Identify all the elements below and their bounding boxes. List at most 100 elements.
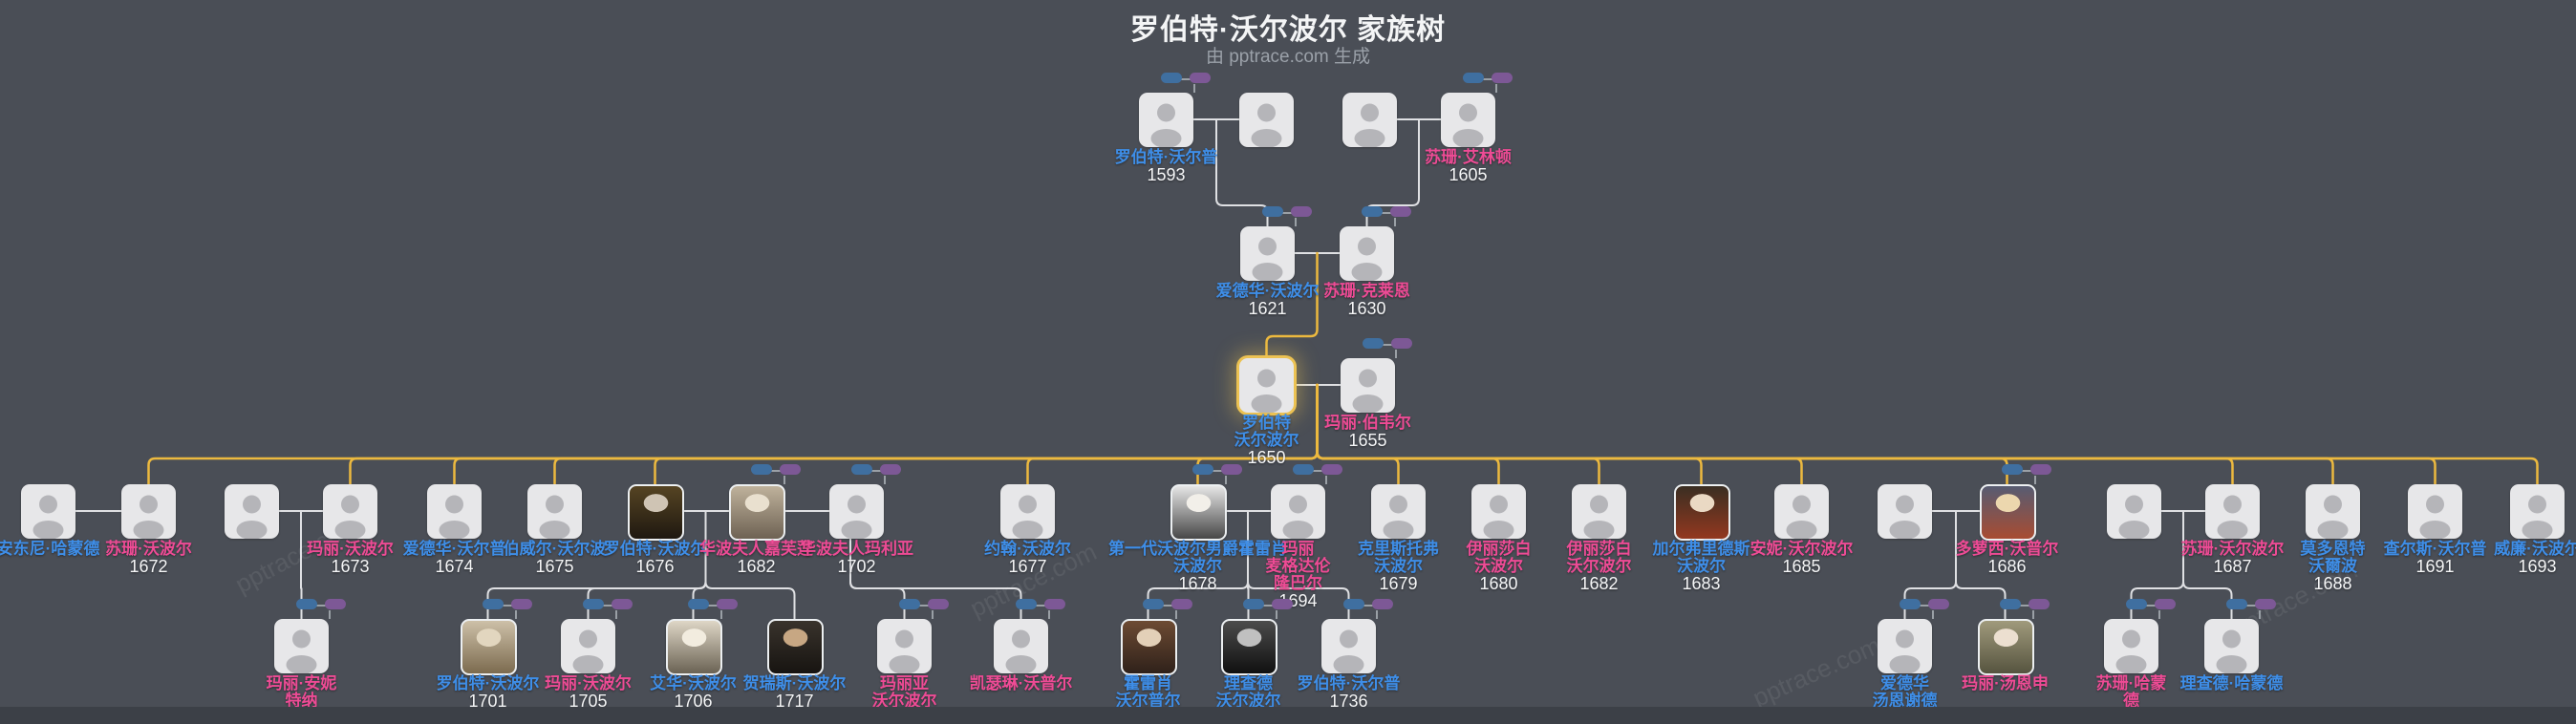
add-mother-button[interactable] xyxy=(1389,206,1411,217)
add-father-button[interactable] xyxy=(1899,599,1921,609)
person-portrait-n16[interactable] xyxy=(729,484,785,541)
add-mother-button[interactable] xyxy=(879,464,901,475)
person-card-n1[interactable] xyxy=(1139,93,1193,147)
person-name: 安妮·沃尔波尔 xyxy=(1750,540,1854,558)
add-mother-button[interactable] xyxy=(611,599,633,609)
add-mother-button[interactable] xyxy=(1170,599,1192,609)
person-portrait-n40[interactable] xyxy=(1121,619,1177,675)
person-card-n3[interactable] xyxy=(1342,93,1397,147)
person-card-n2[interactable] xyxy=(1239,93,1294,147)
person-portrait-n36[interactable] xyxy=(666,619,722,675)
add-mother-button[interactable] xyxy=(2154,599,2176,609)
person-card-n29[interactable] xyxy=(2205,484,2260,539)
person-portrait-n27[interactable] xyxy=(1980,484,2036,541)
add-father-button[interactable] xyxy=(1462,73,1484,83)
person-card-n4[interactable] xyxy=(1441,93,1495,147)
add-mother-button[interactable] xyxy=(1043,599,1065,609)
person-portrait-n37[interactable] xyxy=(767,619,824,675)
person-card-n42[interactable] xyxy=(1321,619,1376,673)
add-father-button[interactable] xyxy=(1160,73,1182,83)
person-card-n20[interactable] xyxy=(1271,484,1325,539)
person-card-n21[interactable] xyxy=(1371,484,1426,539)
person-name: 安东尼·哈蒙德 xyxy=(0,540,100,558)
add-father-button[interactable] xyxy=(850,464,872,475)
person-card-n26[interactable] xyxy=(1878,484,1932,539)
person-card-n13[interactable] xyxy=(427,484,482,539)
person-portrait-n44[interactable] xyxy=(1978,619,2034,675)
person-card-n17[interactable] xyxy=(829,484,884,539)
add-father-button[interactable] xyxy=(750,464,772,475)
add-father-button[interactable] xyxy=(2225,599,2247,609)
person-card-n18[interactable] xyxy=(1000,484,1055,539)
person-portrait-n15[interactable] xyxy=(628,484,684,541)
add-mother-button[interactable] xyxy=(2029,464,2051,475)
person-card-n39[interactable] xyxy=(994,619,1048,673)
person-avatar-icon xyxy=(572,629,604,673)
add-father-button[interactable] xyxy=(687,599,709,609)
person-portrait-n24[interactable] xyxy=(1674,484,1730,541)
person-card-n33[interactable] xyxy=(274,619,329,673)
add-father-button[interactable] xyxy=(1999,599,2021,609)
person-card-n45[interactable] xyxy=(2104,619,2158,673)
person-card-n6[interactable] xyxy=(1340,226,1394,281)
person-card-n43[interactable] xyxy=(1878,619,1932,673)
add-father-button[interactable] xyxy=(1191,464,1213,475)
person-year: 1630 xyxy=(1347,299,1386,318)
add-father-button[interactable] xyxy=(1142,599,1164,609)
person-portrait-n19[interactable] xyxy=(1170,484,1227,541)
add-mother-button[interactable] xyxy=(1390,338,1412,349)
person-card-n8[interactable] xyxy=(1341,358,1395,413)
add-mother-button[interactable] xyxy=(1371,599,1393,609)
add-father-button[interactable] xyxy=(582,599,604,609)
add-mother-button[interactable] xyxy=(1290,206,1312,217)
person-portrait-n41[interactable] xyxy=(1221,619,1277,675)
person-card-n7[interactable] xyxy=(1239,358,1294,413)
person-portrait-n34[interactable] xyxy=(461,619,517,675)
person-card-n14[interactable] xyxy=(527,484,582,539)
add-mother-button[interactable] xyxy=(1220,464,1242,475)
add-father-button[interactable] xyxy=(1292,464,1314,475)
add-father-button[interactable] xyxy=(898,599,920,609)
person-card-n31[interactable] xyxy=(2408,484,2462,539)
person-card-n38[interactable] xyxy=(877,619,932,673)
add-mother-button[interactable] xyxy=(779,464,801,475)
person-card-n9[interactable] xyxy=(21,484,75,539)
add-mother-button[interactable] xyxy=(2254,599,2276,609)
add-father-button[interactable] xyxy=(1362,338,1384,349)
add-mother-button[interactable] xyxy=(1320,464,1342,475)
person-card-n22[interactable] xyxy=(1471,484,1526,539)
add-father-button[interactable] xyxy=(1242,599,1264,609)
add-mother-button[interactable] xyxy=(1271,599,1293,609)
add-father-button[interactable] xyxy=(1261,206,1283,217)
add-father-button[interactable] xyxy=(295,599,317,609)
add-mother-button[interactable] xyxy=(1927,599,1949,609)
person-card-n25[interactable] xyxy=(1774,484,1829,539)
person-card-n28[interactable] xyxy=(2107,484,2161,539)
person-card-n46[interactable] xyxy=(2204,619,2259,673)
person-card-n32[interactable] xyxy=(2510,484,2565,539)
add-father-button[interactable] xyxy=(1342,599,1364,609)
person-card-n10[interactable] xyxy=(121,484,176,539)
add-mother-button[interactable] xyxy=(716,599,738,609)
add-father-button[interactable] xyxy=(482,599,504,609)
person-card-n12[interactable] xyxy=(323,484,377,539)
person-card-n23[interactable] xyxy=(1572,484,1626,539)
add-mother-button[interactable] xyxy=(1491,73,1513,83)
person-card-n35[interactable] xyxy=(561,619,615,673)
person-card-n11[interactable] xyxy=(225,484,279,539)
add-mother-button[interactable] xyxy=(510,599,532,609)
person-card-n5[interactable] xyxy=(1240,226,1295,281)
add-mother-button[interactable] xyxy=(324,599,346,609)
add-father-button[interactable] xyxy=(1015,599,1037,609)
add-father-button[interactable] xyxy=(2001,464,2023,475)
add-mother-button[interactable] xyxy=(1189,73,1211,83)
add-mother-button[interactable] xyxy=(2028,599,2050,609)
person-card-n30[interactable] xyxy=(2306,484,2360,539)
add-father-button[interactable] xyxy=(1361,206,1383,217)
add-mother-button[interactable] xyxy=(927,599,949,609)
add-father-button[interactable] xyxy=(2125,599,2147,609)
